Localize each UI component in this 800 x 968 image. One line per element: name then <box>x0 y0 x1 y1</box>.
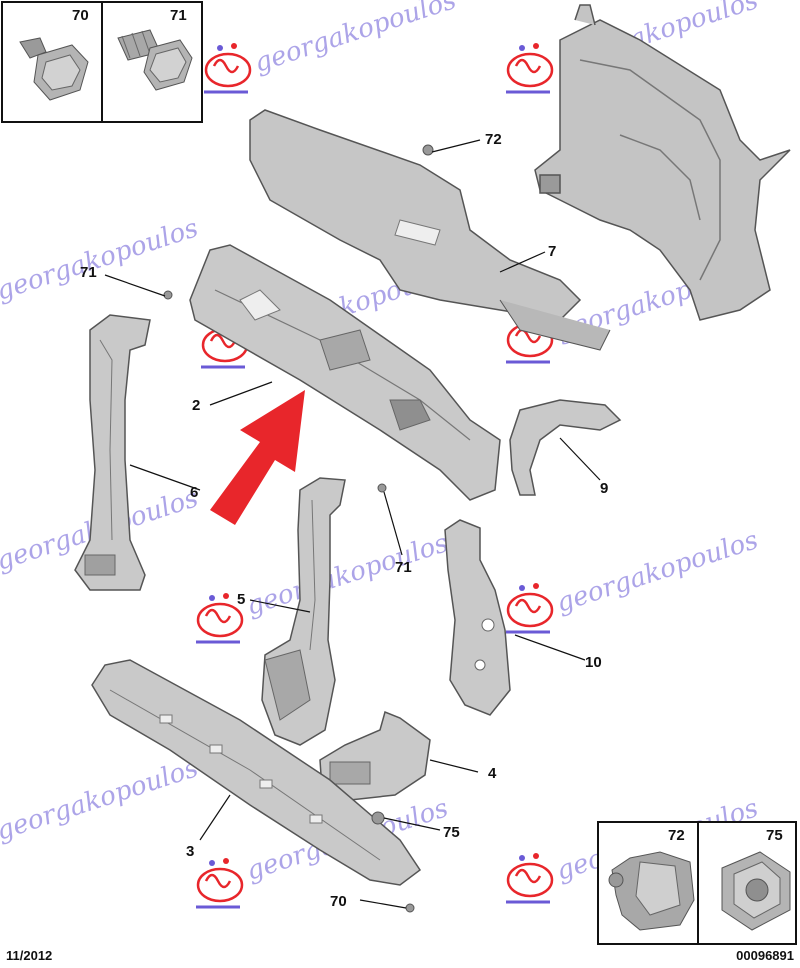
watermark-text: georgakopoulos <box>553 525 762 618</box>
bolt-71-icon <box>117 29 193 91</box>
part-label-10: 10 <box>585 654 602 671</box>
diagram-reference-number: 00096891 <box>736 948 794 963</box>
part-label-3: 3 <box>186 843 194 860</box>
clip-72-icon <box>608 851 695 931</box>
fastener-71 <box>163 290 173 300</box>
part-label-72: 72 <box>668 827 685 844</box>
watermark-logo <box>202 41 252 94</box>
part-label-6: 6 <box>190 484 198 501</box>
fasteners <box>163 144 434 913</box>
part-label-2: 2 <box>192 397 200 414</box>
watermark-text: georgakopoulos <box>251 0 460 79</box>
part-label-4: 4 <box>488 765 497 782</box>
nut-75-icon <box>721 851 791 931</box>
watermark-logo <box>504 581 554 634</box>
arch-bracket <box>509 399 622 496</box>
center-vertical-bracket <box>261 477 346 746</box>
part-label-71: 71 <box>170 7 187 24</box>
red-direction-arrow <box>210 390 305 525</box>
part-label-71: 71 <box>395 559 412 576</box>
inset-bolts-70-71: 70 71 <box>1 1 203 123</box>
upper-cross-member <box>189 244 501 501</box>
left-vertical-support <box>74 314 151 591</box>
part-label-75: 75 <box>766 827 783 844</box>
inset-fasteners-72-75: 72 75 <box>597 821 797 945</box>
part-label-7: 7 <box>548 243 556 260</box>
part-label-70: 70 <box>72 7 89 24</box>
watermark-logo <box>194 591 244 644</box>
watermark-text: georgakopoulos <box>243 528 452 621</box>
bolt-70-icon <box>19 37 89 101</box>
part-label-9: 9 <box>600 480 608 497</box>
fastener-72 <box>422 144 434 156</box>
leader-lines <box>104 139 601 909</box>
lower-cross-member <box>91 659 422 886</box>
watermark-text: georgakopoulos <box>0 753 202 846</box>
part-label-71: 71 <box>80 264 97 281</box>
part-label-72: 72 <box>485 131 502 148</box>
part-label-5: 5 <box>237 591 245 608</box>
right-vertical-bracket <box>444 519 511 716</box>
diagram-date: 11/2012 <box>6 948 53 963</box>
part-labels: 72 7 71 2 6 9 71 5 10 4 3 75 70 <box>80 131 608 910</box>
part-label-75: 75 <box>443 824 460 841</box>
watermark-logo <box>504 851 554 904</box>
watermark-logo <box>194 856 244 909</box>
fastener-71 <box>377 483 387 493</box>
part-label-70: 70 <box>330 893 347 910</box>
front-end-module-frame <box>534 4 791 321</box>
upper-air-deflector <box>249 109 611 351</box>
fastener-70 <box>405 903 415 913</box>
fastener-75 <box>371 811 385 825</box>
watermark-logo <box>504 41 554 94</box>
